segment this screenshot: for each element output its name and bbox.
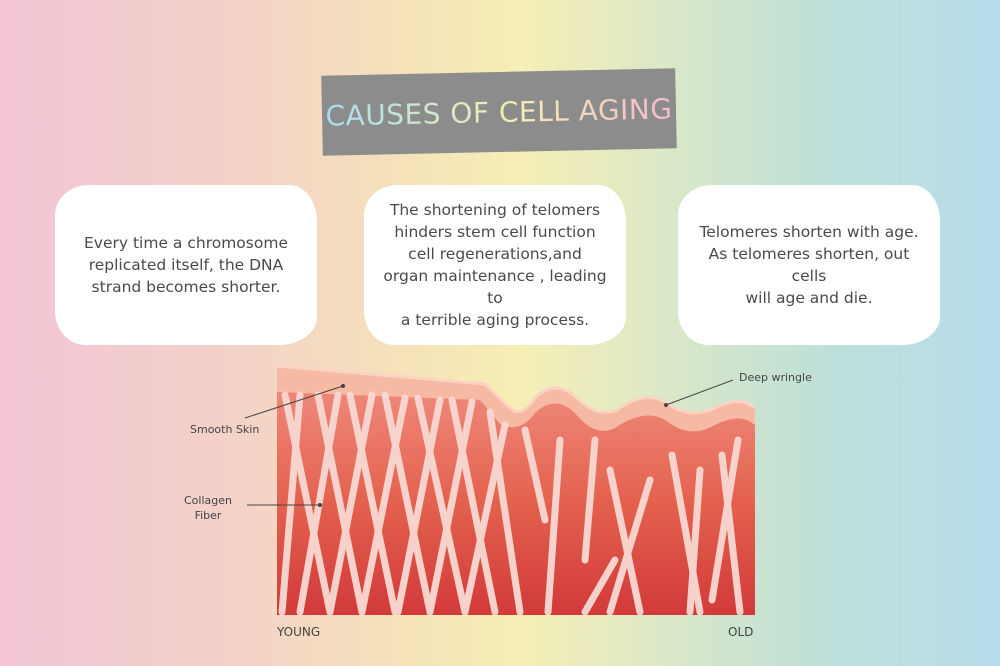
card-line: replicated itself, the DNA: [88, 256, 284, 274]
skin-surface-highlight: [276, 364, 756, 415]
info-card-telomers: The shortening of telomers hinders stem …: [364, 185, 626, 345]
collagen-fiber-label: Collagen Fiber: [180, 493, 236, 523]
young-label: YOUNG: [277, 625, 321, 639]
card-line: strand becomes shorter.: [91, 278, 281, 296]
collagen-label-line1: Collagen: [184, 494, 232, 507]
deep-wrinkle-leader: [665, 379, 734, 406]
deep-wrinkle-label: Deep wringle: [739, 371, 812, 384]
card-line: hinders stem cell function: [394, 223, 596, 241]
card-line: Telomeres shorten with age.: [699, 223, 919, 241]
card-line: cell regenerations,and: [408, 245, 582, 263]
info-card-age: Telomeres shorten with age. As telomeres…: [678, 185, 940, 345]
card-line: organ maintenance , leading to: [383, 267, 607, 307]
card-line: As telomeres shorten, out cells: [708, 245, 910, 285]
collagen-label-line2: Fiber: [194, 509, 222, 522]
old-label: OLD: [728, 625, 754, 639]
card-line: a terrible aging process.: [400, 311, 590, 329]
collagen-fibers: [278, 391, 744, 615]
smooth-skin-label: Smooth Skin: [190, 423, 260, 436]
card-line: will age and die.: [745, 289, 873, 307]
info-card-chromosome: Every time a chromosome replicated itsel…: [55, 185, 317, 345]
smooth-skin-leader: [244, 385, 344, 419]
skin-surface-layer: [277, 366, 755, 432]
card-line: Every time a chromosome: [84, 234, 288, 252]
card-line: The shortening of telomers: [389, 201, 601, 219]
